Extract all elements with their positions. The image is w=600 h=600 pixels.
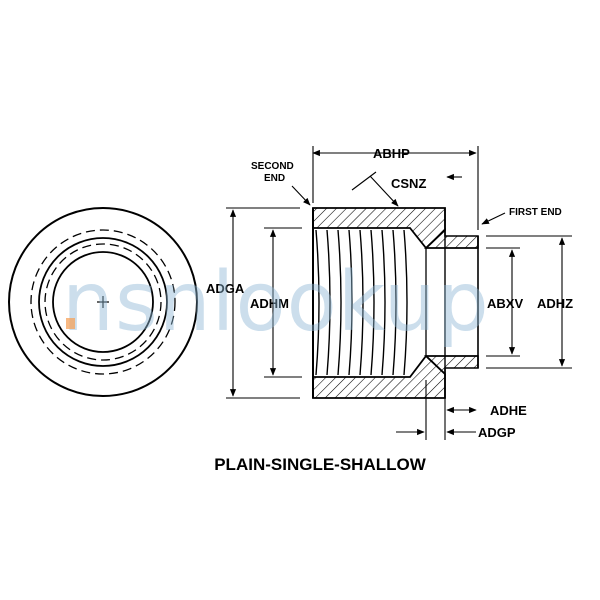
leader-first-end bbox=[481, 212, 506, 225]
label-adhz: ADHZ bbox=[537, 296, 573, 311]
watermark-text: nsnlookup bbox=[62, 255, 490, 350]
note-first-end: FIRST END bbox=[509, 207, 562, 218]
thread-lines bbox=[315, 229, 408, 376]
watermark: nsnlookup bbox=[62, 255, 490, 350]
note-second-end-line1: SECOND bbox=[251, 161, 294, 172]
dimension-lines bbox=[226, 146, 572, 440]
outer-circle bbox=[8, 207, 198, 397]
end-view bbox=[8, 207, 198, 397]
section-wall-top bbox=[312, 207, 446, 250]
label-adgp: ADGP bbox=[478, 425, 516, 440]
bore-circle bbox=[52, 251, 154, 353]
section-wall-bottom bbox=[312, 354, 446, 399]
dim-line-csnz-left bbox=[369, 175, 399, 207]
label-adhm: ADHM bbox=[250, 296, 289, 311]
diagram-title: PLAIN-SINGLE-SHALLOW bbox=[214, 455, 426, 474]
note-second-end-line2: END bbox=[264, 173, 285, 184]
thread-circle bbox=[38, 237, 168, 367]
dim-line-csnz-cross bbox=[351, 171, 377, 191]
label-abxv: ABXV bbox=[487, 296, 523, 311]
label-abhp: ABHP bbox=[373, 146, 410, 161]
section-view bbox=[312, 207, 479, 399]
label-csnz: CSNZ bbox=[391, 176, 426, 191]
watermark-accent-dot bbox=[66, 318, 75, 329]
leader-second-end bbox=[291, 185, 311, 206]
dashed-thread-circle-outer bbox=[30, 229, 176, 375]
dashed-thread-circle-inner bbox=[44, 243, 162, 361]
label-adhe: ADHE bbox=[490, 403, 527, 418]
label-adga: ADGA bbox=[206, 281, 245, 296]
